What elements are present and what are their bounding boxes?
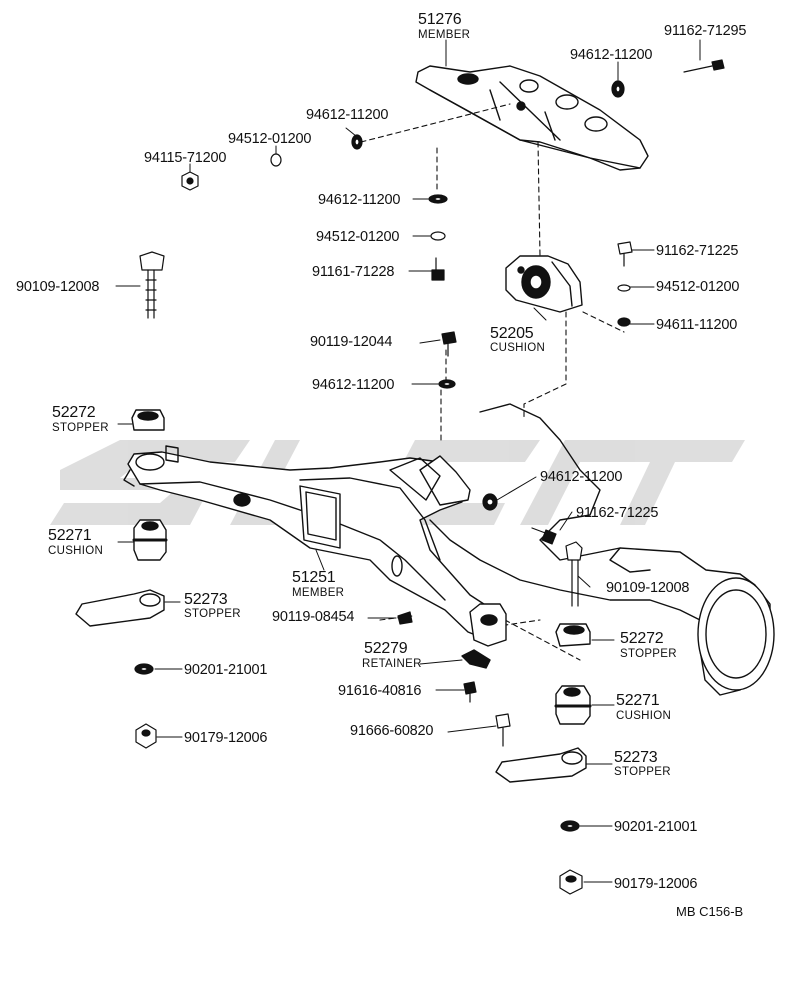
label-94612-11200-c: 94612-11200 bbox=[318, 192, 401, 208]
main-member-51251 bbox=[123, 445, 501, 641]
upper-member-51276 bbox=[415, 65, 649, 171]
label-91162-71225-a: 91162-71225 bbox=[656, 243, 739, 259]
fasteners bbox=[134, 59, 725, 895]
label-90119-12044: 90119-12044 bbox=[310, 334, 393, 350]
label-52271-right-number: 52271 bbox=[616, 692, 660, 709]
label-52273-right-number: 52273 bbox=[614, 749, 658, 766]
label-94512-01200-c: 94512-01200 bbox=[656, 279, 740, 295]
label-52273-left-number: 52273 bbox=[184, 591, 228, 608]
label-52271-left-number: 52271 bbox=[48, 527, 92, 544]
label-90109-12008-left: 90109-12008 bbox=[16, 279, 100, 295]
label-94611-11200: 94611-11200 bbox=[656, 317, 738, 333]
label-90201-21001-right: 90201-21001 bbox=[614, 819, 698, 835]
label-90179-12006-right: 90179-12006 bbox=[614, 876, 698, 892]
label-51251-name: MEMBER bbox=[292, 587, 345, 599]
label-90109-12008-right: 90109-12008 bbox=[606, 580, 690, 596]
label-51251-number: 51251 bbox=[292, 569, 336, 586]
label-52271-left-name: CUSHION bbox=[48, 545, 104, 557]
label-91161-71228: 91161-71228 bbox=[312, 264, 395, 280]
label-52272-right-number: 52272 bbox=[620, 630, 664, 647]
label-52273-left-name: STOPPER bbox=[184, 608, 241, 620]
label-91666-60820: 91666-60820 bbox=[350, 723, 434, 739]
leader-lines bbox=[115, 39, 701, 883]
drawing-linework bbox=[75, 39, 775, 895]
figure-code: MB C156-B bbox=[676, 904, 744, 919]
label-90119-08454: 90119-08454 bbox=[272, 609, 355, 625]
label-52279-name: RETAINER bbox=[362, 658, 422, 670]
label-91162-71295: 91162-71295 bbox=[664, 23, 747, 39]
rubber-parts bbox=[75, 409, 592, 783]
label-90179-12006-left: 90179-12006 bbox=[184, 730, 268, 746]
label-94612-11200-e: 94612-11200 bbox=[540, 469, 623, 485]
label-90201-21001-left: 90201-21001 bbox=[184, 662, 268, 678]
label-51276-number: 51276 bbox=[418, 11, 462, 28]
label-94612-11200-b: 94612-11200 bbox=[306, 107, 389, 123]
label-94612-11200-d: 94612-11200 bbox=[312, 377, 395, 393]
label-52272-right-name: STOPPER bbox=[620, 648, 677, 660]
label-52272-left-name: STOPPER bbox=[52, 422, 109, 434]
label-52205-name: CUSHION bbox=[490, 342, 546, 354]
label-52273-right-name: STOPPER bbox=[614, 766, 671, 778]
label-94115-71200: 94115-71200 bbox=[144, 150, 227, 166]
label-91162-71225-b: 91162-71225 bbox=[576, 505, 659, 521]
label-94512-01200-a: 94512-01200 bbox=[228, 131, 312, 147]
label-94512-01200-b: 94512-01200 bbox=[316, 229, 400, 245]
label-52279-number: 52279 bbox=[364, 640, 408, 657]
differential-housing bbox=[429, 403, 775, 696]
engine-mount-cushion-52205 bbox=[505, 255, 583, 313]
label-52205-number: 52205 bbox=[490, 325, 534, 342]
label-94612-11200-top: 94612-11200 bbox=[570, 47, 653, 63]
label-91616-40816: 91616-40816 bbox=[338, 683, 422, 699]
label-51276-name: MEMBER bbox=[418, 29, 471, 41]
label-52272-left-number: 52272 bbox=[52, 404, 96, 421]
label-52271-right-name: CUSHION bbox=[616, 710, 672, 722]
